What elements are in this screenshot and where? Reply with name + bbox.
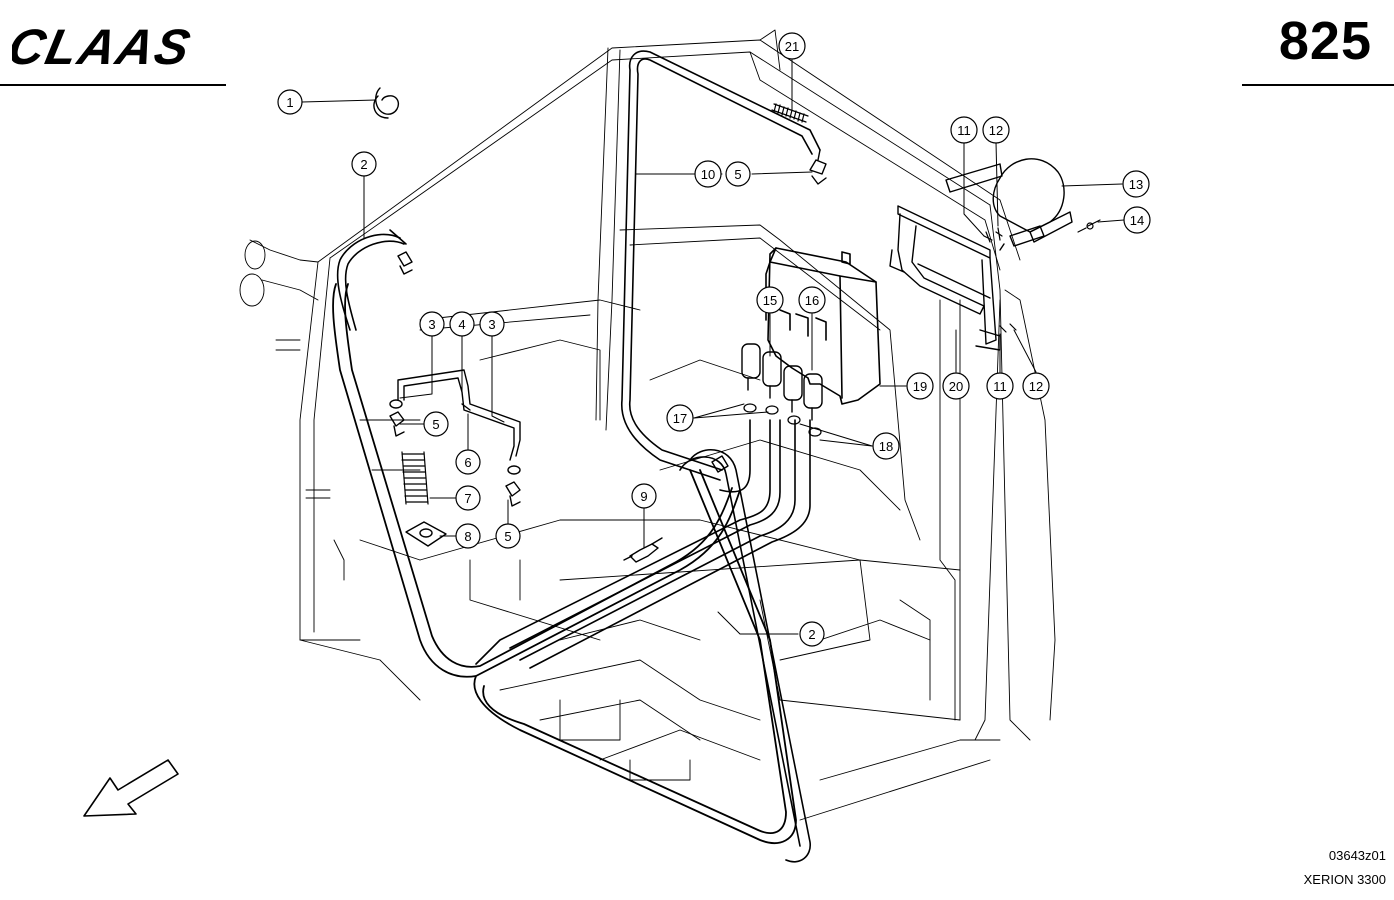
callout-4: 4 — [449, 311, 475, 337]
svg-text:1: 1 — [286, 95, 293, 110]
svg-text:12: 12 — [1029, 379, 1043, 394]
callout-17: 17 — [666, 404, 694, 432]
callout-16: 16 — [798, 286, 826, 314]
pump-grommets-17-18 — [743, 403, 822, 437]
check-valve-part-9 — [623, 537, 663, 563]
fasteners-11-12-14 — [983, 219, 1101, 333]
header-rule-left — [0, 84, 226, 86]
nozzle-left-lower — [505, 481, 521, 507]
nozzle-upper-left — [397, 251, 413, 275]
callout-5-top: 5 — [725, 161, 751, 187]
callout-13: 13 — [1122, 170, 1150, 198]
svg-text:15: 15 — [763, 293, 777, 308]
callout-2-upper: 2 — [351, 151, 377, 177]
hose-assembly-3-4-6 — [389, 369, 521, 475]
callout-11-lower: 11 — [986, 372, 1014, 400]
svg-text:21: 21 — [785, 39, 799, 54]
callout-8: 8 — [455, 523, 481, 549]
callout-19: 19 — [906, 372, 934, 400]
pump-hoses — [475, 419, 811, 669]
washer-hose-10 — [620, 50, 821, 481]
svg-text:4: 4 — [458, 317, 465, 332]
hose-clip-part-1 — [373, 87, 400, 119]
callout-bubbles: 1 2 2 3 4 3 5 6 7 8 5 9 10 5 21 11 12 13… — [277, 32, 1151, 647]
svg-text:20: 20 — [949, 379, 963, 394]
svg-text:5: 5 — [432, 417, 439, 432]
callout-20: 20 — [942, 372, 970, 400]
windscreen-frame — [332, 283, 797, 844]
svg-text:10: 10 — [701, 167, 715, 182]
grommet-part-8 — [405, 521, 447, 547]
svg-text:2: 2 — [360, 157, 367, 172]
page-number: 825 — [1278, 11, 1372, 71]
nozzle-top — [809, 149, 827, 185]
callout-9: 9 — [631, 483, 657, 509]
callout-2-lower: 2 — [799, 621, 825, 647]
svg-text:3: 3 — [488, 317, 495, 332]
drawing-number: 03643z01 — [1328, 848, 1386, 863]
svg-text:18: 18 — [879, 439, 893, 454]
callout-18: 18 — [872, 432, 900, 460]
nozzle-left-upper — [389, 411, 405, 437]
svg-text:5: 5 — [734, 167, 741, 182]
svg-text:9: 9 — [640, 489, 647, 504]
svg-text:7: 7 — [464, 491, 471, 506]
model-name: XERION 3300 — [1303, 872, 1386, 887]
nozzle-junction — [711, 455, 729, 473]
left-pillar-mounts — [239, 239, 345, 581]
callout-5-left: 5 — [423, 411, 449, 437]
svg-text:6: 6 — [464, 455, 471, 470]
callout-10: 10 — [694, 160, 722, 188]
svg-text:13: 13 — [1129, 177, 1143, 192]
brand-wordmark: CLAAS — [12, 22, 197, 70]
callout-21: 21 — [778, 32, 806, 60]
spring-hose-part-21 — [771, 103, 809, 123]
corrugated-sleeve-part-7 — [401, 451, 429, 505]
svg-text:16: 16 — [805, 293, 819, 308]
washer-reservoir-part-19 — [765, 247, 881, 405]
arrow-down-left-icon — [83, 759, 179, 817]
svg-text:14: 14 — [1130, 213, 1144, 228]
svg-text:8: 8 — [464, 529, 471, 544]
callout-12-upper: 12 — [982, 116, 1010, 144]
callout-5-lower: 5 — [495, 523, 521, 549]
washer-pumps-15-16 — [741, 343, 823, 421]
svg-text:12: 12 — [989, 123, 1003, 138]
svg-text:11: 11 — [993, 379, 1007, 394]
callout-14: 14 — [1123, 206, 1151, 234]
callout-7: 7 — [455, 485, 481, 511]
holder-part-13 — [945, 158, 1073, 247]
mounting-bracket-part-20 — [889, 205, 1005, 351]
callout-1: 1 — [277, 89, 303, 115]
svg-text:2: 2 — [808, 627, 815, 642]
claas-logo: CLAAS — [12, 22, 197, 70]
callout-12-lower: 12 — [1022, 372, 1050, 400]
header-rule-right — [1242, 84, 1394, 86]
callout-11-upper: 11 — [950, 116, 978, 144]
svg-text:3: 3 — [428, 317, 435, 332]
callout-3-right: 3 — [479, 311, 505, 337]
svg-text:17: 17 — [673, 411, 687, 426]
washer-hose-2 — [336, 229, 811, 863]
callout-6: 6 — [455, 449, 481, 475]
svg-text:11: 11 — [957, 123, 971, 138]
callout-15: 15 — [756, 286, 784, 314]
svg-text:19: 19 — [913, 379, 927, 394]
callout-3-left: 3 — [419, 311, 445, 337]
svg-text:5: 5 — [504, 529, 511, 544]
